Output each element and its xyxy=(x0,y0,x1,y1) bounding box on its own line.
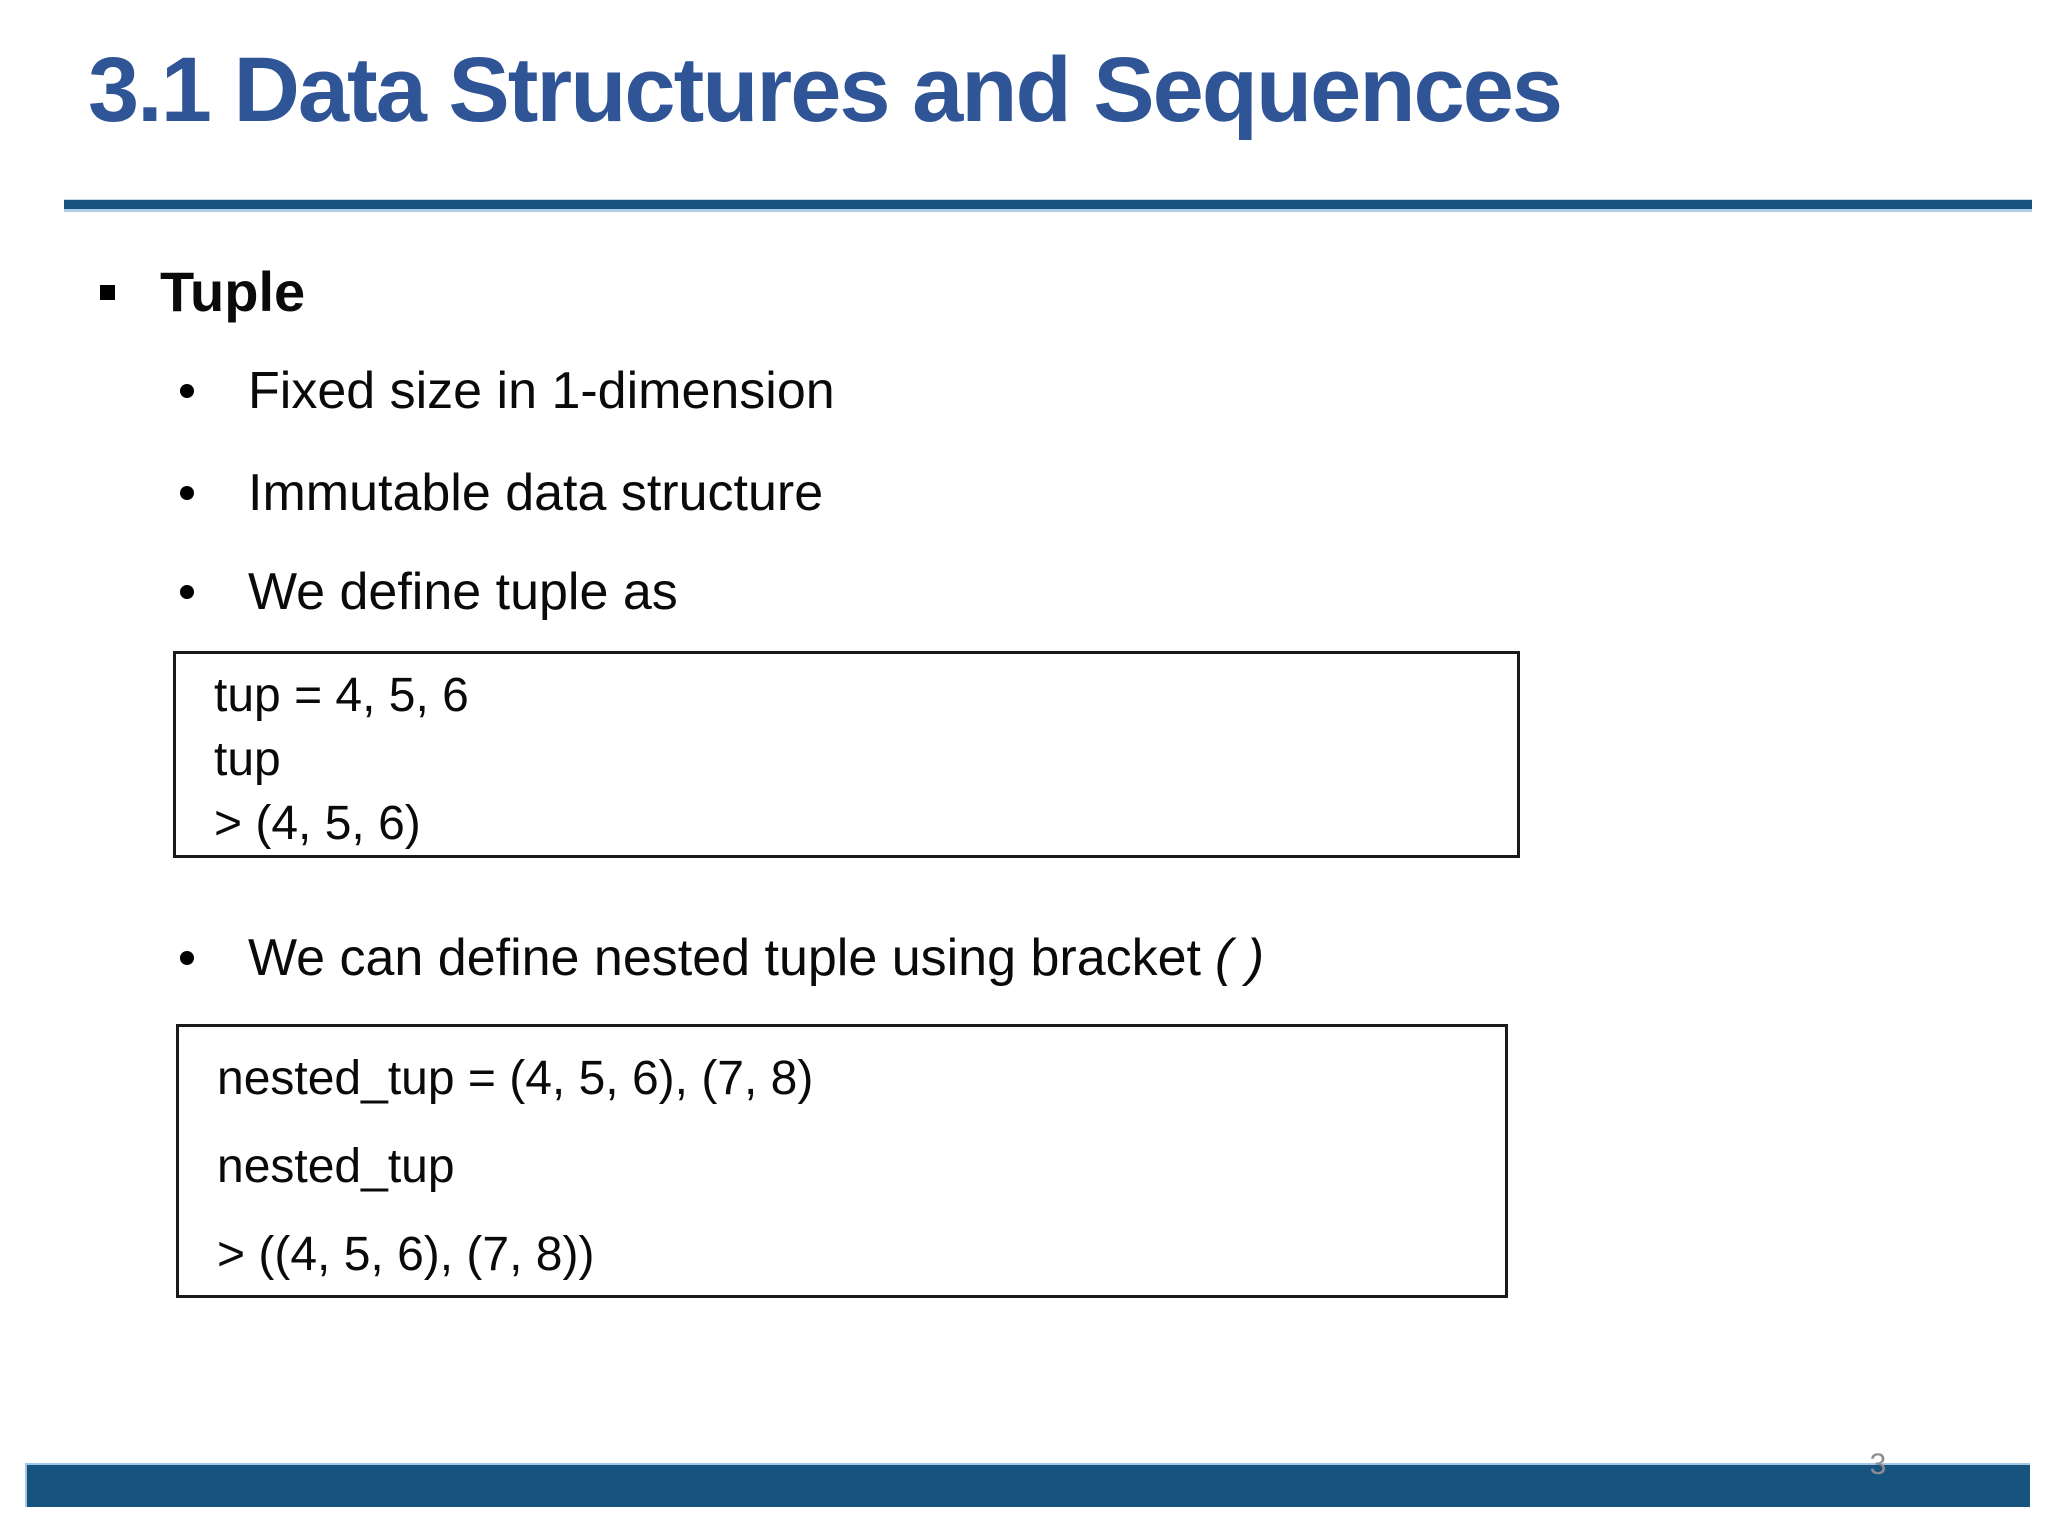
code-box-tuple: tup = 4, 5, 6 tup > (4, 5, 6) xyxy=(173,651,1520,858)
bullet-item-nested-tuple: We can define nested tuple using bracket… xyxy=(180,930,1264,986)
square-bullet-icon xyxy=(100,284,115,300)
dot-bullet-icon xyxy=(180,585,194,599)
code-line: tup = 4, 5, 6 xyxy=(214,669,469,722)
code-box-nested-tuple: nested_tup = (4, 5, 6), (7, 8) nested_tu… xyxy=(176,1024,1508,1298)
code-line: > (4, 5, 6) xyxy=(214,797,421,850)
bullet-label: Immutable data structure xyxy=(248,464,824,522)
page-number: 3 xyxy=(1869,1448,1887,1481)
bullet-label-text: We can define nested tuple using bracket xyxy=(248,929,1201,987)
slide-title: 3.1 Data Structures and Sequences xyxy=(88,39,1563,141)
bullet-label: We can define nested tuple using bracket… xyxy=(248,930,1264,986)
code-line: nested_tup xyxy=(217,1140,455,1193)
bullet-item-define-tuple: We define tuple as xyxy=(180,564,678,620)
tuple-heading-label: Tuple xyxy=(160,260,306,323)
code-line: > ((4, 5, 6), (7, 8)) xyxy=(217,1228,595,1281)
title-divider xyxy=(64,199,2032,212)
bullet-label-italic-suffix: ( ) xyxy=(1215,929,1265,987)
code-line: nested_tup = (4, 5, 6), (7, 8) xyxy=(217,1052,814,1105)
bullet-label: We define tuple as xyxy=(248,563,678,621)
dot-bullet-icon xyxy=(180,486,194,500)
bullet-label: Fixed size in 1-dimension xyxy=(248,362,835,420)
bullet-item-fixed-size: Fixed size in 1-dimension xyxy=(180,363,835,419)
tuple-heading-row: Tuple xyxy=(100,262,305,322)
dot-bullet-icon xyxy=(180,951,194,965)
code-line: tup xyxy=(214,733,281,786)
dot-bullet-icon xyxy=(180,384,194,398)
footer-bar xyxy=(25,1463,2030,1507)
bullet-item-immutable: Immutable data structure xyxy=(180,465,823,521)
